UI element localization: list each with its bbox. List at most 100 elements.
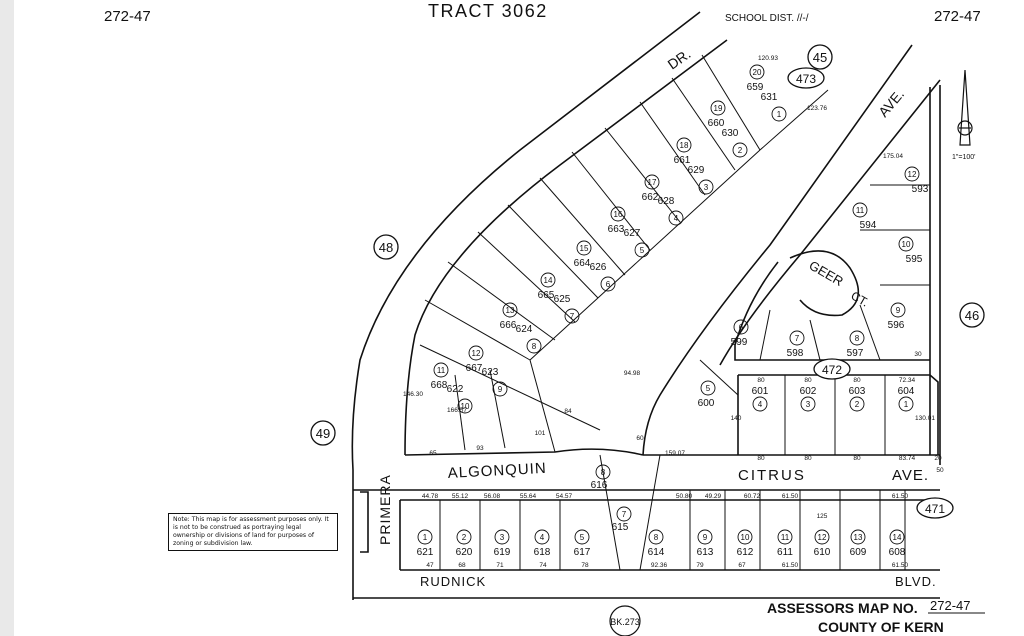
apn-597: 597 xyxy=(847,348,864,359)
apn-594: 594 xyxy=(860,220,877,231)
footer-county: COUNTY OF KERN xyxy=(818,619,944,635)
lot-12-geer: 12 xyxy=(908,170,917,179)
block-3: 3 xyxy=(704,183,709,192)
block-8: 8 xyxy=(532,342,537,351)
lot-11-north-circle xyxy=(433,362,449,378)
street-label-geer: GEER xyxy=(807,258,846,289)
dim-rudnick-bottom: 79 xyxy=(696,562,704,569)
lot-5-rudnick: 5 xyxy=(580,533,585,542)
lot-5-rudnick-circle xyxy=(574,529,590,545)
dim-rudnick-top: 60.72 xyxy=(744,493,761,500)
lot-10-geer: 10 xyxy=(902,240,911,249)
lot-1-rudnick-circle xyxy=(417,529,433,545)
map-number-left: 272-47 xyxy=(104,8,151,25)
lot-12-north: 12 xyxy=(472,349,481,358)
apn-623: 623 xyxy=(482,367,499,378)
block-8-circle xyxy=(526,338,542,354)
map-refs: 473 472 471 xyxy=(787,67,954,519)
dim-misc: 159.07 xyxy=(665,450,685,457)
apn-630: 630 xyxy=(722,128,739,139)
block-3-circle xyxy=(698,179,714,195)
dim-misc: 123.76 xyxy=(807,105,827,112)
lot-1-citrus-circle xyxy=(898,396,914,412)
apn-602: 602 xyxy=(800,386,817,397)
apn-604: 604 xyxy=(898,386,915,397)
apn-617: 617 xyxy=(574,547,591,558)
dim-misc: 50 xyxy=(936,467,944,474)
apn-625: 625 xyxy=(554,294,571,305)
lot-17-north: 17 xyxy=(648,178,657,187)
lot-8-algonquin-circle xyxy=(595,464,611,480)
dim-rudnick-top: 55.64 xyxy=(520,493,537,500)
parcels-north-block: 2065916311966026301866136291766246281666… xyxy=(431,64,787,414)
apn-626: 626 xyxy=(590,262,607,273)
apn-621: 621 xyxy=(417,547,434,558)
dim-misc: 84 xyxy=(564,408,572,415)
block-1: 1 xyxy=(777,110,782,119)
apn-596: 596 xyxy=(888,320,905,331)
apn-595: 595 xyxy=(906,254,923,265)
lot-1-rudnick: 1 xyxy=(423,533,428,542)
block-4: 4 xyxy=(674,214,679,223)
dim-citrus-bottom: 80 xyxy=(757,455,765,462)
tract-title: TRACT 3062 xyxy=(428,1,548,21)
dim-citrus-top: 80 xyxy=(757,377,765,384)
lot-16-north: 16 xyxy=(614,210,623,219)
apn-610: 610 xyxy=(814,547,831,558)
lot-14-rudnick: 14 xyxy=(893,533,902,542)
block-2: 2 xyxy=(738,146,743,155)
dim-misc: 175.04 xyxy=(883,153,903,160)
lot-7-algonquin: 7 xyxy=(622,510,627,519)
apn-629: 629 xyxy=(688,165,705,176)
lot-3-citrus: 3 xyxy=(806,400,811,409)
apn-613: 613 xyxy=(697,547,714,558)
block-7-circle xyxy=(564,308,580,324)
street-label-algonquin: ALGONQUIN xyxy=(447,460,547,482)
lot-9-rudnick-circle xyxy=(697,529,713,545)
block-9-circle xyxy=(492,381,508,397)
block-5-circle xyxy=(634,242,650,258)
lot-8-rudnick: 8 xyxy=(654,533,659,542)
dim-misc: 60 xyxy=(636,435,644,442)
map-ref-471: 471 xyxy=(925,502,945,516)
dim-rudnick-bottom: 47 xyxy=(426,562,434,569)
tract-lot-668: 668 xyxy=(431,380,448,391)
block-9: 9 xyxy=(498,385,503,394)
dim-rudnick-top: 55.12 xyxy=(452,493,469,500)
apn-599: 599 xyxy=(731,337,748,348)
tract-lot-665: 665 xyxy=(538,290,555,301)
lot-2-citrus: 2 xyxy=(855,400,860,409)
lot-2-rudnick: 2 xyxy=(462,533,467,542)
street-lines xyxy=(351,11,941,600)
dim-rudnick-bottom: 61.50 xyxy=(782,562,799,569)
lot-5-geer-circle xyxy=(700,380,716,396)
tract-lot-666: 666 xyxy=(500,320,517,331)
street-label-citrus-ave: AVE. xyxy=(892,467,929,484)
lot-12-north-circle xyxy=(468,345,484,361)
apn-616: 616 xyxy=(591,480,608,491)
footer-title: ASSESSORS MAP NO. xyxy=(767,600,918,616)
dim-rudnick-bottom: 67 xyxy=(738,562,746,569)
lot-13-north: 13 xyxy=(506,306,515,315)
dim-misc: 166.57 xyxy=(447,407,467,414)
lot-10-rudnick: 10 xyxy=(741,533,750,542)
apn-612: 612 xyxy=(737,547,754,558)
street-label-blvd: BLVD. xyxy=(895,574,937,589)
dim-misc: 93 xyxy=(476,445,484,452)
lot-1-citrus: 1 xyxy=(904,400,909,409)
lot-7-geer: 7 xyxy=(795,334,800,343)
lot-11-geer-circle xyxy=(852,202,868,218)
page-ref-46: 46 xyxy=(965,308,979,323)
lot-13-rudnick: 13 xyxy=(854,533,863,542)
lot-14-rudnick-circle xyxy=(889,529,905,545)
page-ref-49: 49 xyxy=(316,426,330,441)
tract-lot-660: 660 xyxy=(708,118,725,129)
scale-label: 1"=100' xyxy=(952,154,975,161)
primera-dr-inner xyxy=(404,39,728,456)
dim-citrus-bottom: 80 xyxy=(853,455,861,462)
primera-dr-outer xyxy=(351,11,701,471)
dim-misc: 20 xyxy=(934,455,942,462)
street-label-rudnick: RUDNICK xyxy=(420,574,486,589)
